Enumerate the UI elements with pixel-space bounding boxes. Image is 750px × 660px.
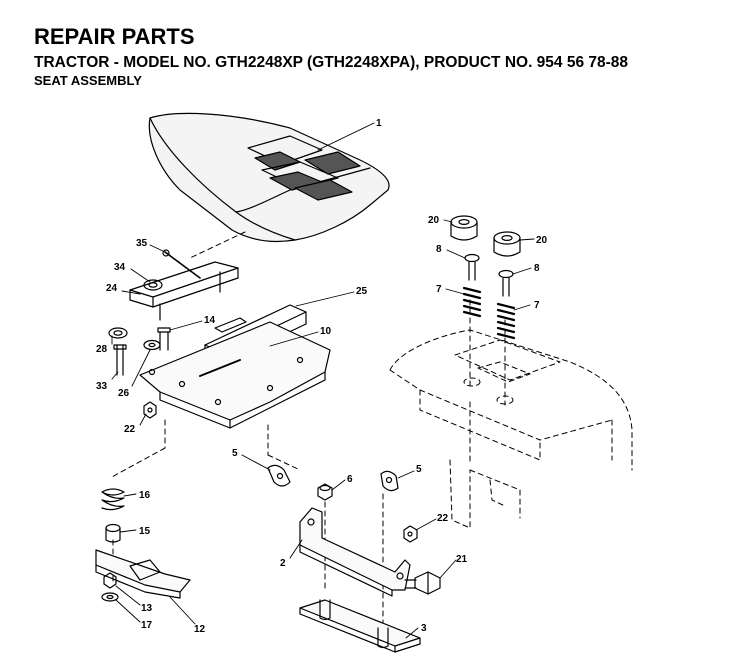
callout-13: 13 (141, 603, 153, 614)
callout-26: 26 (118, 388, 130, 399)
fender-outline (389, 299, 633, 529)
page-header: REPAIR PARTS TRACTOR - MODEL NO. GTH2248… (34, 24, 744, 89)
seat-rail-assembly (108, 249, 331, 429)
section-title: SEAT ASSEMBLY (34, 73, 142, 88)
callout-12: 12 (194, 624, 206, 635)
callout-20-right: 20 (536, 235, 548, 246)
callout-21: 21 (456, 554, 468, 565)
callout-6: 6 (347, 474, 353, 485)
callout-24: 24 (106, 283, 118, 294)
callout-16: 16 (139, 490, 151, 501)
callout-numbers: 1 35 34 24 25 14 28 10 26 33 22 5 6 5 16… (96, 118, 548, 635)
callout-25: 25 (356, 286, 368, 297)
small-fasteners (267, 464, 418, 543)
callout-8-left: 8 (436, 244, 442, 255)
callout-8-right: 8 (534, 263, 540, 274)
callout-1: 1 (376, 118, 382, 129)
callout-10: 10 (320, 326, 332, 337)
callout-5-left: 5 (232, 448, 238, 459)
callout-34: 34 (114, 262, 126, 273)
callout-5-right: 5 (416, 464, 422, 475)
callout-17: 17 (141, 620, 153, 631)
alignment-lines-left (109, 231, 384, 626)
spring-bracket-assembly (95, 488, 191, 602)
callout-7-right: 7 (534, 300, 540, 311)
callout-20-left: 20 (428, 215, 440, 226)
callout-22-left: 22 (124, 424, 136, 435)
callout-3: 3 (421, 623, 427, 634)
callout-22-right: 22 (437, 513, 449, 524)
seat-spring-assembly (450, 215, 521, 340)
callout-leaders (111, 122, 535, 639)
page-title: REPAIR PARTS (34, 24, 195, 49)
callout-28: 28 (96, 344, 108, 355)
callout-7-left: 7 (436, 284, 442, 295)
seat-mount-bracket (299, 507, 441, 653)
callout-2: 2 (280, 558, 286, 569)
callout-33: 33 (96, 381, 108, 392)
callout-15: 15 (139, 526, 151, 537)
callout-35: 35 (136, 238, 148, 249)
callout-14: 14 (204, 315, 216, 326)
model-subtitle: TRACTOR - MODEL NO. GTH2248XP (GTH2248XP… (34, 54, 629, 71)
seat-part (148, 112, 390, 243)
